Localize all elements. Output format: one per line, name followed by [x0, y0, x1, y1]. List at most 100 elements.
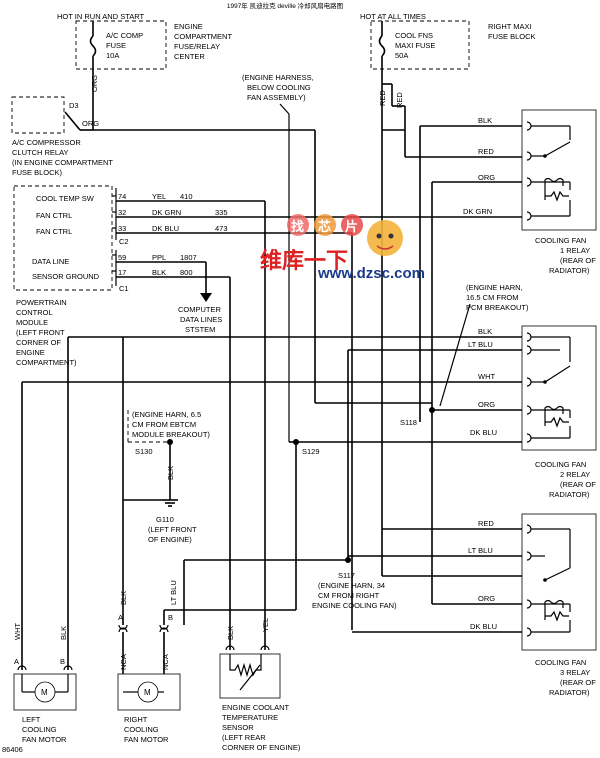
svg-text:(ENGINE HARN, 34: (ENGINE HARN, 34 — [318, 581, 385, 590]
svg-text:LEFT: LEFT — [22, 715, 41, 724]
svg-text:CENTER: CENTER — [174, 52, 205, 61]
svg-text:B: B — [60, 657, 65, 666]
svg-text:SENSOR GROUND: SENSOR GROUND — [32, 272, 100, 281]
svg-text:BLK: BLK — [166, 466, 175, 480]
svg-text:COMPARTMENT): COMPARTMENT) — [16, 358, 77, 367]
relay-1-connectors — [526, 121, 532, 221]
relay-2-connectors — [526, 332, 532, 443]
watermark-logo: 找 芯 片 维库一下 www.dzsc.com — [260, 214, 425, 282]
splice-s130: (ENGINE HARN, 6.5 CM FROM EBTCM MODULE B… — [127, 410, 210, 500]
svg-text:PCM BREAKOUT): PCM BREAKOUT) — [466, 303, 529, 312]
svg-text:LT BLU: LT BLU — [169, 580, 178, 605]
svg-text:SENSOR: SENSOR — [222, 723, 254, 732]
svg-text:BLK: BLK — [152, 268, 166, 277]
svg-text:RED: RED — [478, 519, 494, 528]
ac-relay-wire-color: ORG — [82, 119, 99, 128]
svg-text:ENGINE: ENGINE — [174, 22, 203, 31]
svg-text:FAN CTRL: FAN CTRL — [36, 227, 72, 236]
svg-text:COOLING FAN: COOLING FAN — [535, 236, 586, 245]
svg-text:(LEFT REAR: (LEFT REAR — [222, 733, 266, 742]
svg-text:DATA LINE: DATA LINE — [32, 257, 69, 266]
svg-text:DATA LINES: DATA LINES — [180, 315, 222, 324]
relay-1-box — [521, 109, 597, 231]
figure-id: 86406 — [2, 745, 23, 754]
svg-text:FUSE: FUSE — [106, 41, 126, 50]
svg-text:473: 473 — [215, 224, 228, 233]
svg-text:YEL: YEL — [261, 618, 270, 632]
svg-text:FUSE BLOCK: FUSE BLOCK — [488, 32, 536, 41]
svg-text:DK GRN: DK GRN — [152, 208, 181, 217]
svg-text:ORG: ORG — [478, 400, 495, 409]
pcm-connector-c2: C2 — [119, 237, 129, 246]
svg-text:B: B — [168, 613, 173, 622]
svg-text:YEL: YEL — [152, 192, 166, 201]
svg-text:COMPUTER: COMPUTER — [178, 305, 222, 314]
svg-text:800: 800 — [180, 268, 193, 277]
svg-text:COOL TEMP SW: COOL TEMP SW — [36, 194, 95, 203]
motor-icon — [137, 681, 159, 703]
pcm-outline — [13, 185, 113, 291]
ac-relay-outline — [11, 96, 65, 134]
cooling-fan-1-relay: COOLING FAN 1 RELAY (REAR OF RADIATOR) — [521, 109, 597, 275]
svg-text:COOLING: COOLING — [124, 725, 159, 734]
svg-text:OF ENGINE): OF ENGINE) — [148, 535, 192, 544]
splice-s118: S118 (ENGINE HARN, 16.5 CM FROM PCM BREA… — [400, 283, 529, 427]
svg-text:FAN CTRL: FAN CTRL — [36, 211, 72, 220]
svg-text:DK BLU: DK BLU — [470, 428, 497, 437]
relay-1-contact-icon — [531, 125, 571, 217]
svg-text:芯: 芯 — [318, 219, 331, 235]
svg-text:3 RELAY: 3 RELAY — [560, 668, 590, 677]
svg-text:CLUTCH RELAY: CLUTCH RELAY — [12, 148, 69, 157]
ac-fuse-name: A/C COMP — [106, 31, 143, 40]
svg-text:MAXI FUSE: MAXI FUSE — [395, 41, 435, 50]
motor-icon — [34, 681, 56, 703]
powertrain-control-module: C2 C1 POWERTRAIN CONTROL MODULE (LEFT FR… — [13, 185, 129, 367]
relay-2-contact-icon — [531, 336, 571, 439]
svg-text:1 RELAY: 1 RELAY — [560, 246, 590, 255]
mascot-icon — [367, 220, 403, 256]
svg-text:(LEFT FRONT: (LEFT FRONT — [16, 328, 65, 337]
watermark-url: www.dzsc.com — [317, 265, 425, 282]
harness-label-top: (ENGINE HARNESS, BELOW COOLING FAN ASSEM… — [242, 73, 314, 442]
svg-text:ORG: ORG — [478, 173, 495, 182]
sensor-box — [219, 653, 281, 699]
svg-text:FUSE/RELAY: FUSE/RELAY — [174, 42, 220, 51]
svg-text:COOLING FAN: COOLING FAN — [535, 658, 586, 667]
pcm-row-fan-ctrl-1: FAN CTRL 32 DK GRN 335 DK GRN — [36, 207, 522, 220]
relay-3-wiring: RED LT BLU ORG DK BLU — [348, 412, 522, 633]
svg-text:WHT: WHT — [13, 623, 22, 640]
svg-text:RIGHT: RIGHT — [124, 715, 148, 724]
svg-text:74: 74 — [118, 192, 126, 201]
relay-2-wiring: BLK LT BLU WHT ORG DK BLU — [21, 327, 522, 670]
fuse-icon — [378, 35, 386, 57]
left-cooling-fan-motor: WHT BLK A B M LEFT COOLING FAN MOTOR — [13, 336, 123, 744]
svg-text:找: 找 — [291, 219, 304, 235]
data-line-arrow-icon — [200, 293, 212, 302]
ground-g110-icon: G110 (LEFT FRONT OF ENGINE) — [148, 499, 197, 544]
svg-text:S129: S129 — [302, 447, 320, 456]
relay-3-contact-icon — [531, 528, 571, 633]
svg-text:33: 33 — [118, 224, 126, 233]
ac-compressor-relay: D3 ORG A/C COMPRESSOR CLUTCH RELAY (IN E… — [11, 96, 432, 404]
svg-text:G110: G110 — [156, 515, 174, 524]
svg-text:NCA: NCA — [161, 654, 170, 670]
svg-text:ENGINE: ENGINE — [16, 348, 45, 357]
svg-text:STSTEM: STSTEM — [185, 325, 215, 334]
svg-text:(ENGINE HARN, 6.5: (ENGINE HARN, 6.5 — [132, 410, 201, 419]
svg-text:COMPARTMENT: COMPARTMENT — [174, 32, 232, 41]
svg-text:335: 335 — [215, 208, 228, 217]
svg-text:RED: RED — [395, 92, 404, 108]
data-lines-label: COMPUTER DATA LINES STSTEM — [178, 305, 222, 334]
thermistor-icon — [229, 654, 262, 678]
svg-text:10A: 10A — [106, 51, 119, 60]
svg-text:M: M — [144, 688, 151, 697]
svg-text:ORG: ORG — [478, 594, 495, 603]
relay-3-box — [521, 513, 597, 651]
svg-text:BELOW COOLING: BELOW COOLING — [247, 83, 311, 92]
svg-text:FUSE BLOCK): FUSE BLOCK) — [12, 168, 63, 177]
svg-text:FAN MOTOR: FAN MOTOR — [124, 735, 169, 744]
svg-text:BLK: BLK — [478, 116, 492, 125]
coolant-temperature-sensor: BLK YEL ENGINE COOLANT TEMPERATURE SENSO… — [219, 618, 301, 752]
ac-comp-fuse: HOT IN RUN AND START A/C COMP FUSE 10A E… — [57, 12, 232, 130]
relay-3-connectors — [526, 524, 532, 637]
